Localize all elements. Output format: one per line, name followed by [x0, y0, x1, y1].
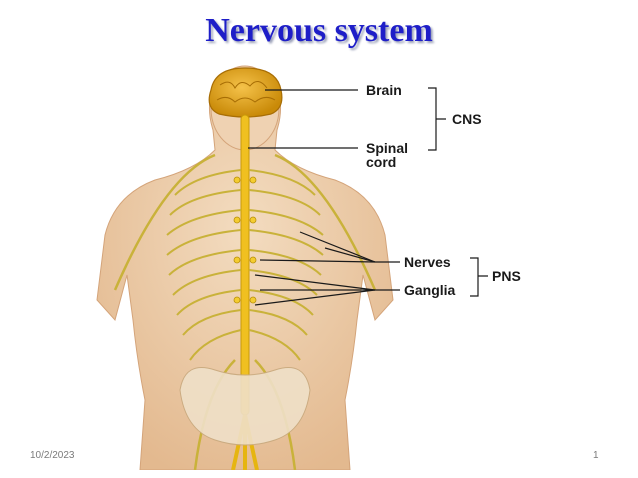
- footer-date: 10/2/2023: [30, 450, 75, 461]
- label-pns: PNS: [492, 268, 521, 284]
- label-spinal-cord: Spinal cord: [366, 140, 409, 170]
- label-brain: Brain: [366, 82, 402, 98]
- nervous-system-illustration: [96, 65, 394, 470]
- pelvis: [179, 367, 311, 446]
- label-ganglia: Ganglia: [404, 282, 456, 298]
- label-cns: CNS: [452, 111, 482, 127]
- brain: [208, 67, 283, 118]
- label-nerves: Nerves: [404, 254, 451, 270]
- ganglia-dots: [233, 176, 257, 304]
- slide-title: Nervous system: [205, 12, 433, 49]
- page-number: 1: [593, 450, 599, 461]
